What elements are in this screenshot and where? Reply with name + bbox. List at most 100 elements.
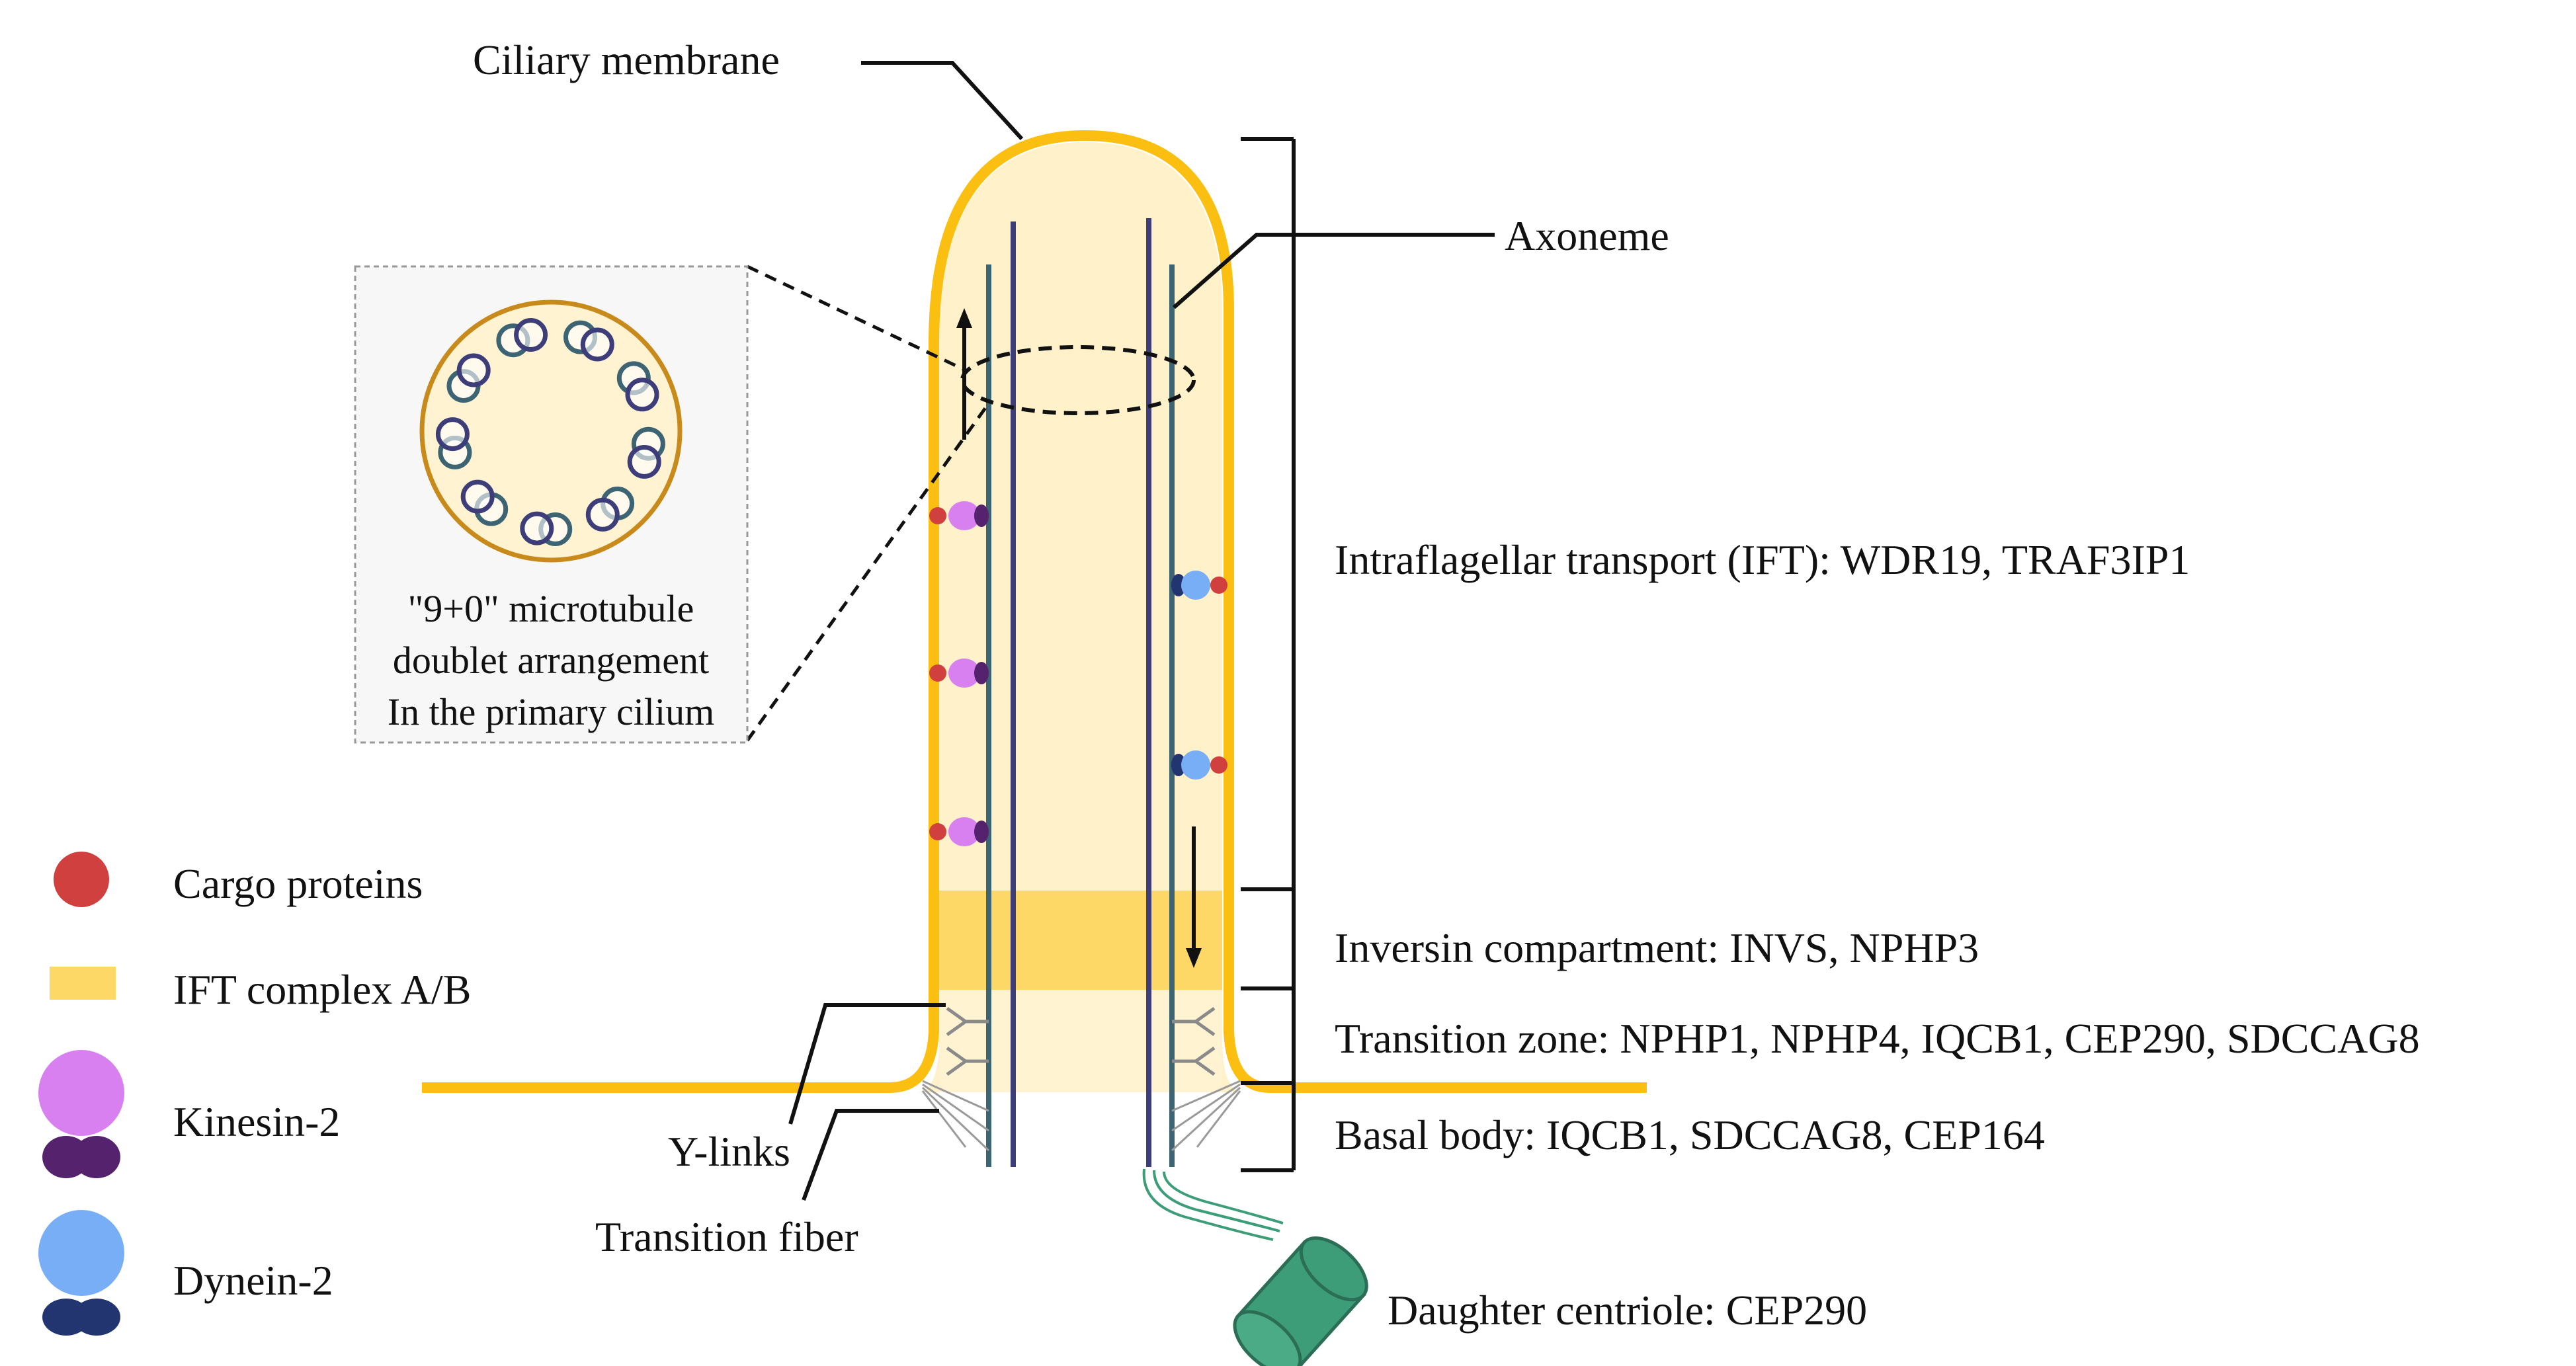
kinesin-head (948, 659, 980, 688)
inset-caption-line2: doublet arrangement (393, 639, 709, 682)
y-link-left-1 (946, 1006, 989, 1037)
dynein-train-1 (1171, 571, 1227, 600)
microtubule-doublet (460, 479, 509, 526)
microtubule-doublets (435, 318, 665, 546)
ift-complex-icon (50, 967, 116, 1000)
dynein-train-2 (1171, 750, 1227, 780)
kinesin-head (948, 817, 980, 846)
microtubule-ring (580, 327, 614, 362)
legend-item-dynein: Dynein-2 (38, 1210, 333, 1336)
microtubule-doublet (496, 318, 548, 358)
microtubule-doublet (520, 511, 573, 546)
microtubule-ring (456, 353, 491, 387)
transition-fiber-line (921, 1090, 967, 1148)
axoneme-label: Axoneme (1505, 212, 1669, 259)
cross-section-marker (960, 345, 1196, 415)
microtubule-doublet (616, 361, 659, 412)
transition-fiber-leader (802, 1109, 939, 1201)
cargo-dot (929, 507, 946, 524)
dynein-foot (1171, 754, 1186, 776)
legend-item-cargo: Cargo proteins (54, 852, 423, 907)
cross-section-inset: "9+0" microtubule doublet arrangement In… (354, 265, 749, 744)
inset-caption-line1: "9+0" microtubule (408, 587, 694, 630)
transport-arrows (956, 308, 1202, 968)
kinesin-train-1 (929, 501, 989, 530)
legend-dynein-label: Dynein-2 (173, 1257, 333, 1304)
region-brackets (1241, 137, 1296, 1172)
y-links-leader (788, 1003, 946, 1125)
microtubule-ring (520, 511, 554, 545)
centriole-face (1233, 1310, 1302, 1366)
dynein-foot (1171, 574, 1186, 596)
kinesin-head-icon (38, 1050, 124, 1136)
kinesin-foot (974, 821, 989, 843)
microtubule-doublet (627, 426, 665, 479)
dynein-head (1181, 750, 1210, 780)
axoneme-microtubules (986, 218, 1175, 1167)
transition-fibers (921, 1080, 1241, 1152)
kinesin-foot (974, 504, 989, 527)
legend-ift-complex-label: IFT complex A/B (173, 966, 471, 1013)
microtubule-ring (627, 445, 661, 479)
centriole-fibers (1142, 1168, 1284, 1241)
y-link-right-1 (1172, 1006, 1216, 1037)
kinesin-train-2 (929, 659, 989, 688)
microtubule-doublet (446, 353, 491, 403)
centriole-cylinder (1233, 1236, 1368, 1366)
legend-cargo-label: Cargo proteins (173, 860, 423, 907)
legend-item-ift-complex: IFT complex A/B (50, 966, 471, 1013)
transition-zone-band (939, 992, 1222, 1092)
inversin-compartment-band (939, 891, 1222, 990)
transition-fiber-line (922, 1083, 989, 1132)
dynein-trains (1171, 571, 1227, 780)
transition-zone-label: Transition zone: NPHP1, NPHP4, IQCB1, CE… (1335, 1015, 2420, 1062)
legend-item-kinesin: Kinesin-2 (38, 1050, 340, 1178)
ciliary-membrane-leader (861, 61, 1024, 141)
cargo-dot (929, 823, 946, 840)
ciliary-membrane-label: Ciliary membrane (473, 36, 780, 83)
dynein-head-icon (38, 1210, 124, 1296)
y-link-left-2 (946, 1046, 989, 1076)
y-links-label: Y-links (668, 1128, 790, 1175)
cargo-icon (54, 852, 109, 907)
transition-fiber-line (1171, 1083, 1241, 1132)
transition-fiber-line (1196, 1090, 1241, 1148)
dynein-head (1181, 571, 1210, 600)
microtubule-ring (460, 479, 495, 514)
kinesin-foot (974, 662, 989, 684)
anterograde-arrow-head (956, 308, 972, 328)
ift-label: Intraflagellar transport (IFT): WDR19, T… (1335, 536, 2190, 583)
cargo-dot (929, 664, 946, 682)
y-link-right-2 (1172, 1046, 1216, 1076)
legend-kinesin-label: Kinesin-2 (173, 1098, 340, 1145)
microtubule-ring (435, 417, 470, 452)
dynein-foot-icon (73, 1299, 120, 1336)
daughter-centriole-label: Daughter centriole: CEP290 (1388, 1287, 1867, 1334)
axoneme-leader (1173, 233, 1495, 309)
retrograde-arrow-head (1186, 948, 1202, 968)
microtubule-doublet (585, 486, 635, 532)
kinesin-train-3 (929, 817, 989, 846)
transition-fiber-line (921, 1086, 990, 1152)
transition-fiber-line (1171, 1080, 1241, 1112)
leader-lines (788, 61, 1495, 1201)
kinesin-trains (929, 501, 989, 846)
centriole-end (1299, 1236, 1368, 1302)
microtubule-doublet (563, 320, 614, 362)
microtubule-doublet (435, 417, 472, 469)
microtubule-ring (625, 378, 659, 412)
kinesin-foot-icon (73, 1136, 120, 1178)
transition-fiber-label: Transition fiber (595, 1213, 858, 1260)
kinesin-head (948, 501, 980, 530)
legend: Cargo proteins IFT complex A/B Kinesin-2… (38, 852, 471, 1336)
microtubule-ring (514, 318, 548, 352)
daughter-centriole (1142, 1168, 1368, 1366)
cargo-dot (1210, 577, 1227, 594)
microtubule-ring (585, 497, 620, 532)
inversin-label: Inversin compartment: INVS, NPHP3 (1335, 924, 1979, 971)
ciliary-membrane-outline (422, 130, 1647, 1093)
transition-fiber-line (1171, 1086, 1241, 1152)
basal-body-label: Basal body: IQCB1, SDCCAG8, CEP164 (1335, 1111, 2045, 1158)
y-links (946, 1006, 1216, 1076)
